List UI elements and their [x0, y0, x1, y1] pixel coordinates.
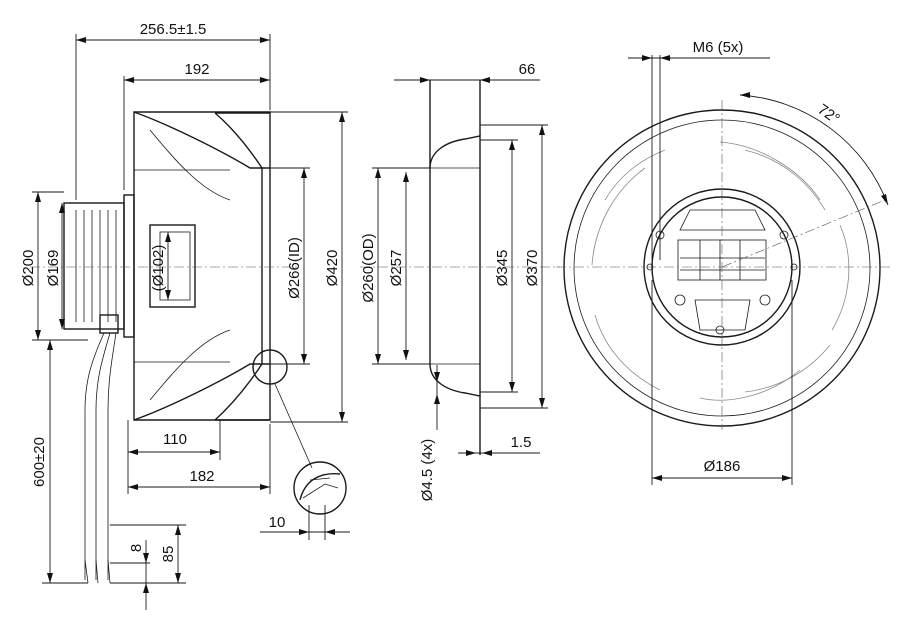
- impeller-bottom-blade: [133, 363, 270, 421]
- motor-fins: [75, 210, 117, 322]
- dim-dia-260: Ø260(OD): [360, 233, 377, 302]
- dim-hole-4-5: Ø4.5 (4x): [419, 439, 436, 502]
- detail-leader: [274, 383, 313, 469]
- dim-dia-370: Ø370: [524, 250, 541, 287]
- side-view: [30, 111, 347, 584]
- angle-ray: [721, 199, 886, 268]
- impeller-blades: [591, 141, 850, 401]
- dim-len-8: 8: [128, 544, 145, 552]
- impeller-inner-lines: [134, 169, 230, 363]
- dim-len-110: 110: [163, 431, 187, 448]
- dim-dia-345: Ø345: [494, 250, 511, 287]
- dim-dia-186: Ø186: [704, 458, 741, 475]
- dim-ring-66: 66: [519, 61, 536, 78]
- dim-dia-200: Ø200: [20, 250, 37, 287]
- hub-inner: [159, 231, 191, 301]
- dim-len-182: 182: [189, 468, 214, 485]
- dim-len-1-5: 1.5: [511, 434, 532, 451]
- dim-depth-192: 192: [184, 61, 209, 78]
- dim-dia-420: Ø420: [324, 250, 341, 287]
- dim-dia-102: (Ø102): [150, 245, 167, 292]
- motor-flange: [123, 194, 135, 338]
- cable-ends: [84, 559, 111, 584]
- angle-arc: [739, 94, 889, 206]
- ring-section-view: [360, 80, 560, 455]
- motor-bottom-block: [694, 299, 751, 331]
- inlet-ring: [214, 112, 263, 421]
- cable-gland: [99, 314, 119, 334]
- ring-profile: [429, 135, 481, 397]
- dim-cable-600: 600±20: [31, 437, 48, 487]
- side-dimensions: 256.5±1.5 192 Ø200 Ø169 (Ø102) Ø266(ID) …: [20, 21, 350, 610]
- impeller-blade-lines: [149, 129, 231, 401]
- detail-profile: [299, 473, 341, 501]
- impeller-top-blade: [133, 111, 270, 169]
- front-view: [556, 100, 890, 430]
- dim-dia-266: Ø266(ID): [286, 237, 303, 299]
- cable-lines: [84, 332, 117, 580]
- dim-dia-169: Ø169: [45, 250, 62, 287]
- motor-top-block: [679, 209, 766, 231]
- detail-hatch: [302, 477, 339, 499]
- ring-dimensions: 66 Ø260(OD) Ø257 Ø345 Ø370 Ø4.5 (4x) 1.5: [360, 61, 548, 501]
- dim-dia-257: Ø257: [388, 250, 405, 287]
- motor-body: [63, 202, 125, 330]
- dim-angle-72: 72°: [814, 101, 842, 128]
- dim-len-85: 85: [160, 546, 177, 563]
- dim-len-10: 10: [269, 514, 286, 531]
- dim-thread-m6: M6 (5x): [693, 39, 744, 56]
- detail-circle: [252, 349, 288, 385]
- dim-overall-width: 256.5±1.5: [140, 21, 207, 38]
- detail-zoom-circle: [293, 461, 347, 515]
- front-dimensions: M6 (5x) 72° Ø186: [628, 39, 889, 485]
- motor-detail-lines: [680, 240, 765, 280]
- hub: [149, 224, 196, 308]
